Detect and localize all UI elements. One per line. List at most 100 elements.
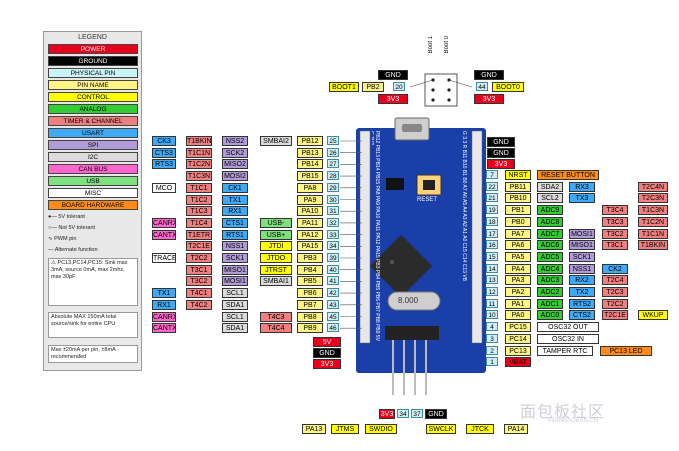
swd-header-pins xyxy=(392,340,427,395)
pin-name: PB14 xyxy=(297,159,323,170)
boot0-label: BOOT0 xyxy=(492,82,524,92)
pin-function: SCL2 xyxy=(537,193,563,204)
circle-icon: ○— xyxy=(48,225,57,231)
pin-function: T2C3 xyxy=(602,287,628,297)
pin-function: ADC4 xyxy=(537,263,563,274)
pin-number: 30 xyxy=(327,194,339,204)
reset-button-cap xyxy=(423,180,435,190)
pin-function: SCL1 xyxy=(222,311,248,322)
pin-name: PA5 xyxy=(505,251,531,262)
swd-swdio: SWDIO xyxy=(365,424,397,434)
pin-name: PA10 xyxy=(297,206,323,217)
pin-number: 14 xyxy=(486,263,498,273)
pwm-wave-icon: ∿ xyxy=(48,236,53,242)
legend-item: GROUND xyxy=(48,56,138,66)
legend-symbol-not-5v: ○— Not 5V tolerant xyxy=(48,225,138,232)
pin-name: PA15 xyxy=(297,241,323,252)
pin-function: SDA2 xyxy=(537,181,563,192)
pin-function: T1C1N xyxy=(638,228,668,239)
crystal xyxy=(387,291,441,311)
pin-function: TAMPER RTC xyxy=(537,345,593,356)
right-3v3: 3V3 xyxy=(487,159,515,169)
pin-function: MOSI1 xyxy=(569,228,595,239)
left-gnd: GND xyxy=(313,348,341,358)
pin-function: SMBAI1 xyxy=(260,276,292,287)
pin-function: OSC32 IN xyxy=(537,333,599,344)
pin-function: ADC5 xyxy=(537,251,563,262)
silkscreen-left: PB12 PB13 PB14 PB15 PA8 PA9 PA10 PA11 PA… xyxy=(372,131,380,342)
pin-function: SCK1 xyxy=(569,251,595,262)
pin-function: TX3 xyxy=(569,193,595,204)
pin-function: T1BKIN xyxy=(638,240,668,251)
left-header-strip xyxy=(359,130,371,344)
swd-jtck: JTCK xyxy=(466,424,494,434)
pin-name: PB5 xyxy=(297,276,323,287)
pin-number: 40 xyxy=(327,264,339,274)
pin-function: CK3 xyxy=(152,136,176,146)
pin-name: PB13 xyxy=(297,147,323,158)
pin-function: JTDI xyxy=(260,241,292,252)
pin-name: PB12 xyxy=(297,136,323,146)
pin-function: CTS3 xyxy=(152,147,176,158)
pin-number: 17 xyxy=(486,228,498,238)
pin-lead-lines xyxy=(340,140,484,363)
swd-swclk: SWCLK xyxy=(426,424,456,434)
legend-item: I2C xyxy=(48,152,138,162)
usb-port xyxy=(402,124,422,132)
legend-symbol-alt: — Alternate function xyxy=(48,247,138,254)
pin-number: 28 xyxy=(327,171,339,181)
pin-function: T4C3 xyxy=(260,311,292,322)
legend-symbol-pwm: ∿ PWM pin xyxy=(48,236,138,243)
pin-name: PA12 xyxy=(297,229,323,240)
pin-number: 32 xyxy=(327,217,339,227)
swd-pa14: PA14 xyxy=(504,424,528,434)
pin-name: PC15 xyxy=(505,322,531,333)
pin-function: T4C2 xyxy=(186,299,212,310)
pin-function: RX2 xyxy=(569,275,595,286)
pin-function: T1ETR xyxy=(186,229,212,240)
pin-function: CTS2 xyxy=(569,310,595,321)
pin-name: PB10 xyxy=(505,193,531,204)
pin-function: RX1 xyxy=(152,299,176,310)
legend-title: LEGEND xyxy=(78,34,107,41)
legend-item: MISC xyxy=(48,188,138,198)
pin-function: CK1 xyxy=(222,182,248,193)
pin-function: T2C1E xyxy=(186,241,212,252)
pin-function: ADC7 xyxy=(537,228,563,239)
pin-function: T3C2 xyxy=(186,276,212,287)
pin-name: PB3 xyxy=(297,253,323,263)
pin-number: 18 xyxy=(486,216,498,226)
pin-number: 33 xyxy=(327,229,339,239)
legend-symbol-label: Alternate function xyxy=(54,247,98,253)
legend-item: SPI xyxy=(48,140,138,150)
pin-function: T3C1 xyxy=(602,240,628,251)
legend-symbol-label: Not 5V tolerant xyxy=(58,225,96,231)
pin-function: SDA1 xyxy=(222,299,248,310)
pin-number: 16 xyxy=(486,240,498,250)
pin-name: PA11 xyxy=(297,217,323,228)
pin-number: 21 xyxy=(486,193,498,203)
silkscreen-reset: RESET xyxy=(417,197,438,203)
pin-function: T1C2N xyxy=(638,216,668,227)
pin-function: OSC32 OUT xyxy=(537,322,599,333)
legend-item: USART xyxy=(48,128,138,138)
pin-function: T2C1E xyxy=(602,310,628,321)
swd-gnd: GND xyxy=(425,409,447,419)
right-header-strip xyxy=(471,130,483,344)
pin-number: 43 xyxy=(327,299,339,309)
boot1-header-label: Boot 1 xyxy=(428,36,434,54)
crystal-label: 8.000 xyxy=(398,296,419,305)
pin-function: T1C2N xyxy=(186,159,212,170)
pin-number: 46 xyxy=(327,323,339,333)
pin-name: PA2 xyxy=(505,287,531,297)
pin-function: T1C4 xyxy=(186,217,212,228)
legend-symbol-label: PWM pin xyxy=(54,236,77,242)
pin-name: PA0 xyxy=(505,310,531,321)
pin-function: CK2 xyxy=(602,263,628,274)
pin-number: 25 xyxy=(327,136,339,145)
legend-item: CONTROL xyxy=(48,92,138,102)
pin-name: PA9 xyxy=(297,194,323,205)
boot1-pin: PB2 xyxy=(362,82,384,92)
pin-function: NSS1 xyxy=(222,241,248,252)
